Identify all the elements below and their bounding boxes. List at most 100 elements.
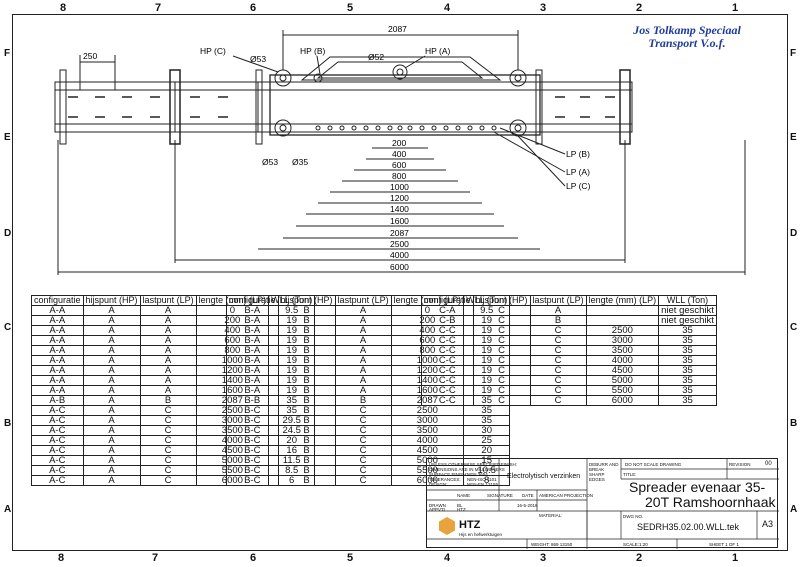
cell-configuratie: B-B [226,395,279,406]
tb-title-label: TITLE: [623,472,637,477]
col-lastpunt: lastpunt (LP) [139,295,197,306]
cell-wll: 35 [658,365,717,376]
tb-deburr: DEBURR AND BREAK SHARP EDGES [589,462,619,482]
cell-hijspunt: C [472,335,531,346]
cell-lastpunt: C [139,415,197,426]
cell-configuratie: B-C [226,405,279,416]
cell-hijspunt: B [277,315,336,326]
cell-configuratie: B-A [226,355,279,366]
cell-hijspunt: A [82,425,141,436]
zone-col-5-bottom: 5 [347,552,354,564]
beam-outline [54,81,633,133]
zone-row-c: C [4,322,12,333]
cell-hijspunt: A [82,395,141,406]
cell-lastpunt: A [334,375,392,386]
cell-lastpunt: C [529,395,587,406]
cell-hijspunt: A [82,455,141,466]
cell-lastpunt: C [334,415,392,426]
company-line-2: Transport V.o.f. [648,36,726,50]
tb-sheet: SHEET 1 OF 1 [709,542,739,547]
tb-revision: 00 [765,461,772,467]
tb-unless: UNLESS OTHERWISE SPECIFIED: [429,462,502,467]
cell-lastpunt: C [334,435,392,446]
label-hp-c: HP (C) [200,46,226,56]
cell-configuratie: C-C [421,345,474,356]
cell-configuratie: A-B [31,395,84,406]
cell-wll: 35 [658,355,717,366]
cell-lastpunt: A [334,315,392,326]
col-lengte: lengte (mm) (LP) [585,295,660,306]
cell-wll: niet geschikt [658,305,717,316]
zone-row-a-right: A [790,504,798,515]
cell-hijspunt: A [82,315,141,326]
cell-lastpunt: A [139,375,197,386]
dim-1000: 1000 [390,182,409,192]
cell-lastpunt: A [139,345,197,356]
cell-wll: 35 [658,385,717,396]
cell-configuratie: B-A [226,325,279,336]
zone-col-4: 4 [444,2,451,14]
cell-lastpunt: C [529,385,587,396]
tb-date-label: DATE [522,493,534,498]
tb-dwgno-label: DWG NO. [623,514,644,519]
zone-col-7: 7 [155,2,162,14]
cell-lastpunt: A [139,355,197,366]
dim-6000: 6000 [390,262,409,272]
cell-wll: 8 [463,475,511,486]
zone-row-b-right: B [790,418,798,429]
cell-hijspunt: C [472,395,531,406]
cell-lastpunt: C [334,465,392,476]
cell-wll: 35 [658,395,717,406]
col-hijspunt: hijspunt (HP) [472,295,531,306]
cell-hijspunt: C [472,375,531,386]
cell-hijspunt: B [277,445,336,456]
tb-scale: SCALE:1:20 [623,542,648,547]
dim-2500: 2500 [390,239,409,249]
tb-appvd: HTZ [457,507,466,512]
dim-4000: 4000 [390,250,409,260]
tb-size: A3 [762,519,774,529]
cell-hijspunt: B [277,475,336,486]
cell-lengte: 5000 [585,375,660,386]
cell-configuratie: A-A [31,305,84,316]
cell-hijspunt: B [277,375,336,386]
cell-lastpunt: B [139,395,197,406]
cell-hijspunt: B [277,345,336,356]
label-hp-a: HP (A) [425,46,451,56]
zone-col-6-bottom: 6 [250,552,257,564]
tb-finish-label: FINISH: [501,462,518,467]
company-line-1: Jos Tolkamp Speciaal [633,23,741,37]
cell-configuratie: B-C [226,435,279,446]
cell-hijspunt: A [82,465,141,476]
cell-configuratie: A-A [31,315,84,326]
cell-hijspunt: B [277,305,336,316]
cell-hijspunt: B [277,335,336,346]
tb-projection: AMERICAN PROJECTION [539,493,594,498]
label-lp-c: LP (C) [566,181,591,191]
cell-lastpunt: C [139,435,197,446]
cell-lengte [585,305,660,316]
zone-col-4-bottom: 4 [444,552,451,564]
zone-row-d-right: D [790,228,798,239]
zone-col-1-bottom: 1 [732,552,739,564]
label-dia-52: Ø52 [368,52,384,62]
cell-lengte: 2500 [390,405,465,416]
cell-lastpunt: C [334,425,392,436]
zone-col-1: 1 [732,2,739,14]
zone-col-3: 3 [540,2,547,14]
cell-lengte: 3500 [585,345,660,356]
spreader-beam-drawing: 250 2087 HP (C) HP (B) HP (A) Ø53 Ø52 Ø5… [54,24,746,275]
tb-dwgno: SEDRH35.02.00.WLL.tek [637,522,740,532]
title-block-grid [427,459,779,549]
cell-configuratie: B-C [226,465,279,476]
tb-std-1: NEN 3654 [467,472,488,477]
cell-lastpunt: A [139,305,197,316]
